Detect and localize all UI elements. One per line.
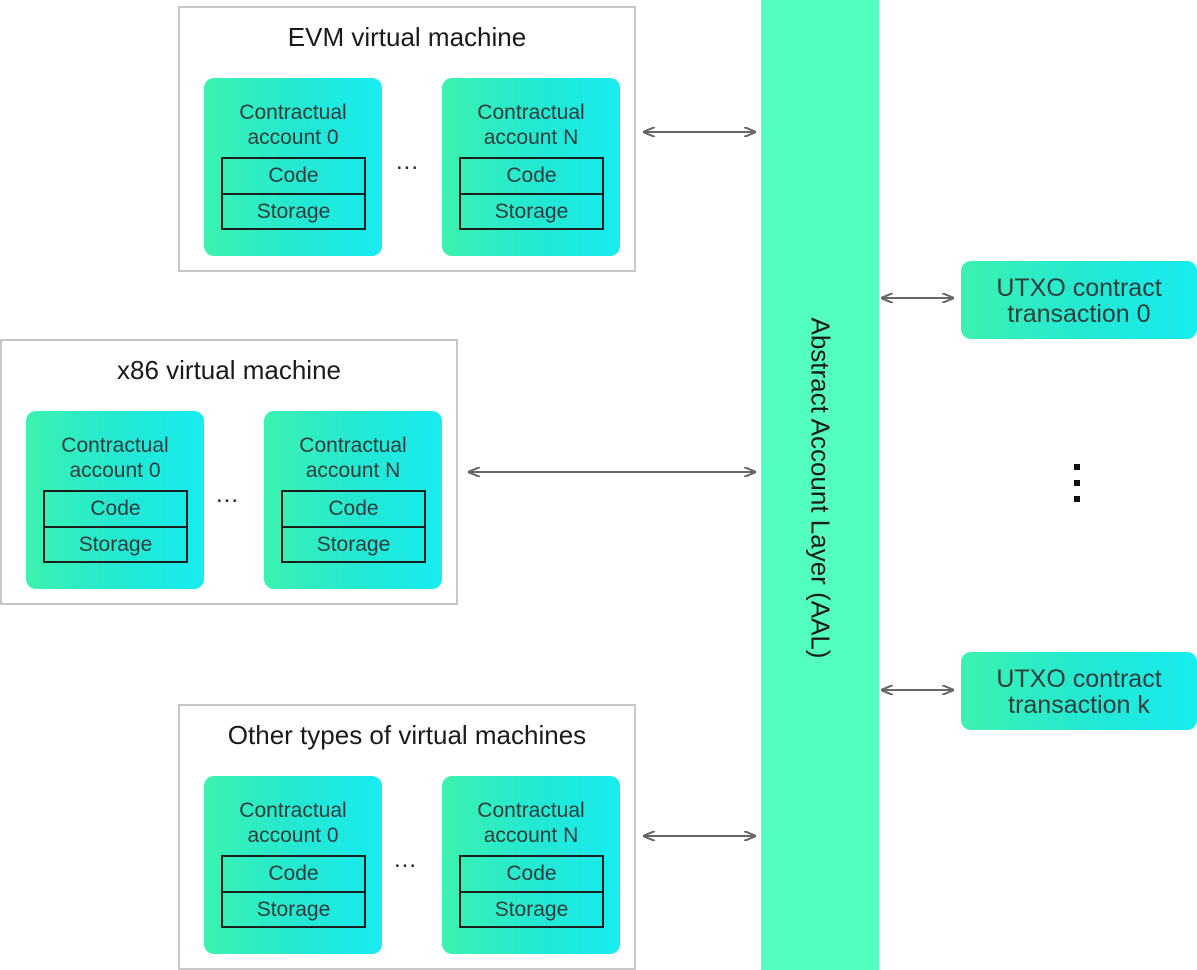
account-cells: Code Storage [281,490,426,563]
storage-cell: Storage [256,200,331,223]
contract-account-0: Contractual account 0 Code Storage [26,411,204,589]
utxo-transaction-0: UTXO contract transaction 0 [961,261,1197,339]
code-cell: Code [283,492,424,528]
contract-account-0: Contractual account 0 Code Storage [204,78,382,256]
account-cells: Code Storage [459,157,604,230]
dot [1074,480,1080,486]
code-cell: Code [223,857,364,893]
contract-account-n: Contractual account N Code Storage [442,776,620,954]
contract-account-n: Contractual account N Code Storage [264,411,442,589]
vm-title: x86 virtual machine [117,355,341,385]
utxo-label: UTXO contract transaction 0 [996,274,1162,328]
ellipsis: ... [394,846,418,873]
account-cells: Code Storage [221,855,366,928]
ellipsis: ... [216,481,240,508]
vm-title: Other types of virtual machines [227,720,587,750]
storage-cell: Storage [494,898,569,921]
account-cells: Code Storage [43,490,188,563]
account-title: Contractual account N [299,434,407,482]
storage-cell: Storage [494,200,569,223]
account-title: Contractual account 0 [61,434,169,482]
account-title: Contractual account N [477,101,585,149]
storage-cell: Storage [256,898,331,921]
dot [1074,496,1080,502]
account-title: Contractual account 0 [239,799,347,847]
code-cell: Code [223,159,364,195]
code-cell: Code [461,159,602,195]
ellipsis: ... [396,148,420,175]
dot [1074,464,1080,470]
vm-title: EVM virtual machine [287,22,527,52]
utxo-transaction-k: UTXO contract transaction k [961,652,1197,730]
code-cell: Code [461,857,602,893]
account-title: Contractual account N [477,799,585,847]
utxo-label: UTXO contract transaction k [996,665,1162,719]
abstract-account-layer: Abstract Account Layer (AAL) [761,0,879,970]
contract-account-0: Contractual account 0 Code Storage [204,776,382,954]
code-cell: Code [45,492,186,528]
vertical-ellipsis [1072,464,1088,512]
account-cells: Code Storage [459,855,604,928]
vm-box-evm: EVM virtual machine Contractual account … [178,6,636,272]
storage-cell: Storage [78,533,153,556]
vm-box-x86: x86 virtual machine Contractual account … [0,339,458,605]
vm-box-other: Other types of virtual machines Contract… [178,704,636,970]
account-cells: Code Storage [221,157,366,230]
storage-cell: Storage [316,533,391,556]
contract-account-n: Contractual account N Code Storage [442,78,620,256]
account-title: Contractual account 0 [239,101,347,149]
